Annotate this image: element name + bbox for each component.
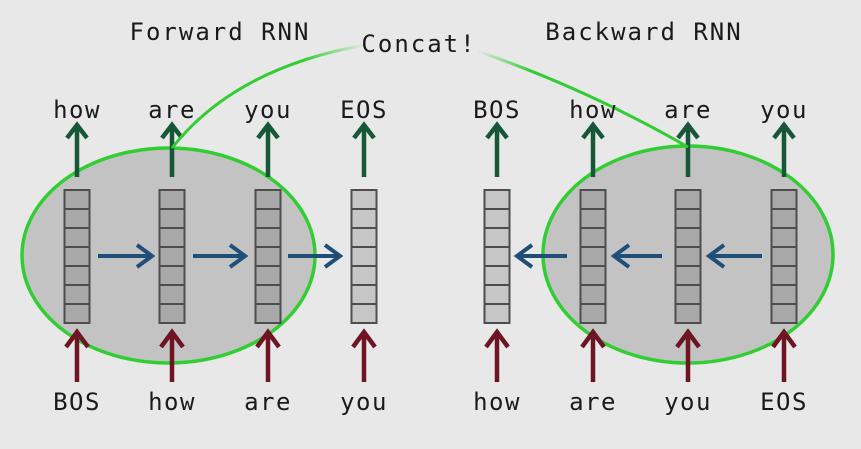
- forward-input-token-1: BOS: [53, 388, 101, 416]
- backward-hidden-state-3: [674, 189, 702, 324]
- forward-output-arrow-2: [160, 121, 184, 177]
- backward-input-arrow-1: [484, 328, 510, 382]
- forward-hidden-state-2: [158, 189, 186, 324]
- forward-output-token-2: are: [148, 96, 196, 124]
- forward-input-token-2: how: [148, 388, 196, 416]
- forward-input-arrow-2: [159, 328, 185, 382]
- forward-rnn-title: Forward RNN: [130, 18, 311, 46]
- backward-output-arrow-2: [581, 121, 605, 177]
- backward-input-arrow-4: [771, 328, 797, 382]
- backward-output-arrow-1: [485, 121, 509, 177]
- backward-input-arrow-3: [675, 328, 701, 382]
- forward-output-arrow-4: [352, 121, 376, 177]
- concat-curve-right: [476, 49, 689, 149]
- forward-input-arrow-3: [255, 328, 281, 382]
- forward-output-arrow-1: [65, 121, 89, 177]
- backward-input-token-2: are: [569, 388, 617, 416]
- concat-curve-left: [170, 43, 366, 149]
- backward-hidden-state-1: [483, 189, 511, 324]
- backward-recurrent-arrow-1: [513, 243, 567, 269]
- backward-hidden-state-2: [579, 189, 607, 324]
- backward-output-token-1: BOS: [473, 96, 521, 124]
- forward-input-token-3: are: [244, 388, 292, 416]
- backward-rnn-title: Backward RNN: [545, 18, 742, 46]
- forward-input-arrow-4: [351, 328, 377, 382]
- backward-hidden-state-4: [770, 189, 798, 324]
- forward-hidden-state-1: [63, 189, 91, 324]
- backward-input-token-1: how: [473, 388, 521, 416]
- backward-output-token-2: how: [569, 96, 617, 124]
- forward-recurrent-arrow-3: [288, 243, 344, 269]
- backward-output-arrow-3: [676, 121, 700, 177]
- forward-recurrent-arrow-2: [193, 243, 249, 269]
- backward-input-arrow-2: [580, 328, 606, 382]
- backward-output-token-3: are: [664, 96, 712, 124]
- backward-input-token-3: you: [664, 388, 712, 416]
- forward-output-token-4: EOS: [340, 96, 388, 124]
- concat-label: Concat!: [361, 30, 476, 58]
- backward-recurrent-arrow-2: [610, 243, 662, 269]
- backward-output-arrow-4: [772, 121, 796, 177]
- forward-output-token-1: how: [53, 96, 101, 124]
- forward-input-token-4: you: [340, 388, 388, 416]
- forward-output-arrow-3: [256, 121, 280, 177]
- forward-recurrent-arrow-1: [98, 243, 156, 269]
- backward-recurrent-arrow-3: [705, 243, 762, 269]
- backward-input-token-4: EOS: [760, 388, 808, 416]
- forward-hidden-state-3: [254, 189, 282, 324]
- forward-hidden-state-4: [350, 189, 378, 324]
- forward-output-token-3: you: [244, 96, 292, 124]
- backward-output-token-4: you: [760, 96, 808, 124]
- forward-input-arrow-1: [64, 328, 90, 382]
